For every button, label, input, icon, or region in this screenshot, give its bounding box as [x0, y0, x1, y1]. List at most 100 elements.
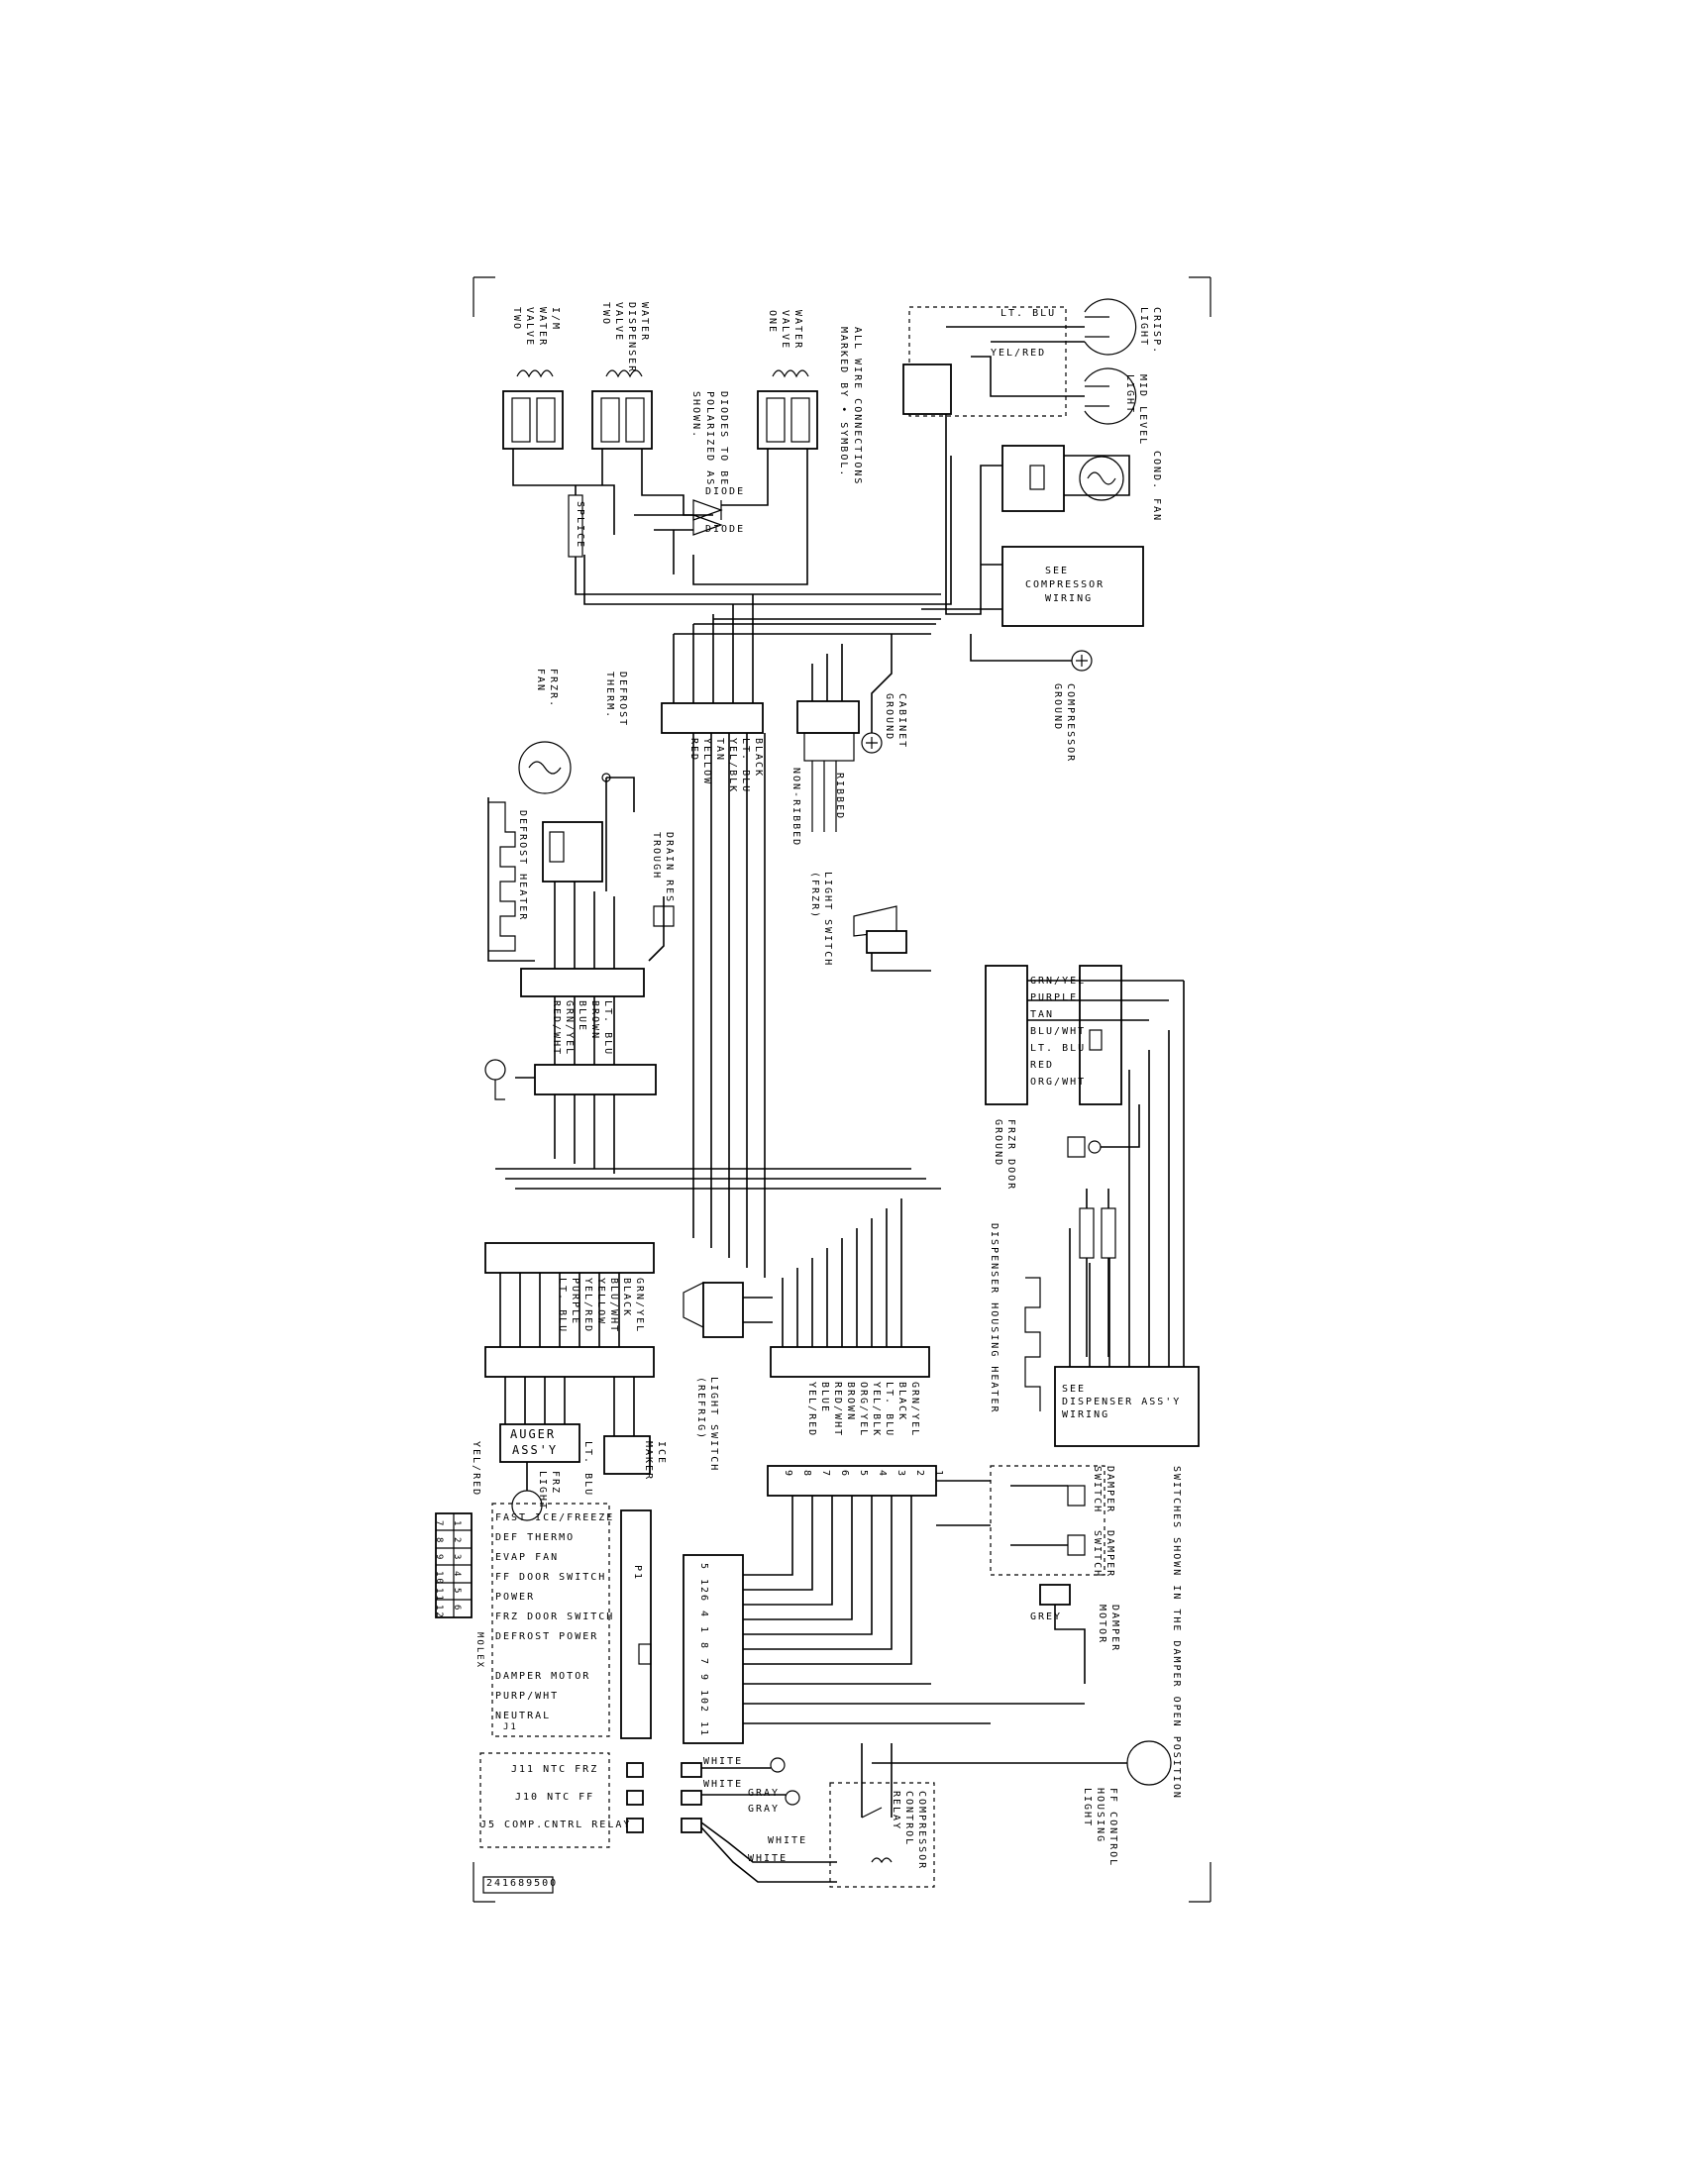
- comp-relay-line-0: COMPRESSOR: [916, 1791, 927, 1871]
- conn-top-pin-2: 7: [820, 1470, 831, 1479]
- harness-e-0: GRN/YEL: [1030, 976, 1087, 987]
- auger-line-1: ASS'Y: [512, 1443, 559, 1457]
- compressor-wiring-line-2: WIRING: [1045, 593, 1094, 604]
- dispenser-assy-line-0: SEE: [1062, 1384, 1087, 1395]
- connector-e2: [1079, 965, 1122, 1105]
- defrost-heater-label: DEFROST HEATER: [517, 810, 528, 922]
- ff-control-light-line-1: HOUSING: [1095, 1788, 1105, 1844]
- note-connections-line-1: MARKED BY • SYMBOL.: [838, 327, 849, 478]
- damper-switch-1-line-0: DAMPER: [1105, 1466, 1115, 1514]
- harness-d-3: YEL/BLK: [871, 1382, 882, 1438]
- ribbed-label: RIBBED: [834, 773, 845, 821]
- dispenser-assy-line-2: WIRING: [1062, 1409, 1110, 1420]
- valve-im-line-3: TWO: [511, 307, 522, 332]
- note-connections-line-0: ALL WIRE CONNECTIONS: [852, 327, 863, 486]
- conn-pin-6: 7: [698, 1658, 709, 1667]
- molex-label: MOLEX: [474, 1632, 484, 1670]
- light-switch-refrig: [683, 1282, 773, 1338]
- frz-light-line-0: FRZ: [550, 1471, 561, 1496]
- drawing-number-box: [482, 1876, 554, 1894]
- harness-b-4: RED/WHT: [551, 1000, 562, 1057]
- harness-c-5: PURPLE: [570, 1278, 580, 1326]
- cabinet-ground: [861, 634, 893, 754]
- mid-level-light: [1084, 367, 1137, 425]
- j1-pin-1: DEF THERMO: [495, 1532, 576, 1543]
- conn-top-pin-3: 6: [839, 1470, 850, 1479]
- damper-motor-line-0: DAMPER: [1109, 1605, 1120, 1653]
- drain-trough-heater: [648, 896, 675, 962]
- crisp-light-line-1: LIGHT: [1138, 307, 1149, 348]
- harness-e-1: PURPLE: [1030, 992, 1079, 1003]
- j-rows-box: [479, 1752, 610, 1848]
- compressor-wiring-line-0: SEE: [1045, 566, 1070, 576]
- auger-assy: [499, 1377, 580, 1463]
- harness-a-0: BLACK: [753, 738, 764, 779]
- j1-pin-4: POWER: [495, 1592, 536, 1603]
- comp-relay: [829, 1743, 935, 1888]
- j-row-0: J11 NTC FRZ: [511, 1764, 599, 1775]
- cond-fan: [1001, 445, 1130, 512]
- connector-f: [484, 1242, 655, 1274]
- ice-maker-line-1: MAKER: [643, 1441, 654, 1482]
- harness-d-0: GRN/YEL: [909, 1382, 920, 1438]
- defrost-heater: [487, 797, 535, 962]
- j1-pin-5: FRZ DOOR SWITCH: [495, 1612, 615, 1622]
- dispenser-assy-line-1: DISPENSER ASS'Y: [1062, 1397, 1182, 1407]
- valve-disp-line-2: VALVE: [613, 302, 624, 343]
- harness-b-2: BLUE: [577, 1000, 587, 1033]
- note-diodes-line-1: POLARIZED AS: [704, 391, 715, 487]
- j1-label: J1: [503, 1722, 518, 1732]
- conn-top-pin-0: 9: [783, 1470, 793, 1479]
- light-harness-box: [908, 306, 1067, 417]
- harness-e-6: ORG/WHT: [1030, 1077, 1087, 1088]
- harness-c-0: GRN/YEL: [634, 1278, 645, 1334]
- cabinet-ground-line-0: CABINET: [896, 693, 907, 750]
- valve-im-line-0: I/M: [550, 307, 561, 332]
- wire-cond: [945, 414, 1002, 615]
- molex-0-2: 3: [452, 1554, 462, 1562]
- thermistors: [700, 1757, 837, 1883]
- conn-top-pin-5: 4: [877, 1470, 888, 1479]
- splice-label: SPLICE: [575, 501, 585, 550]
- drain-trough-line-0: DRAIN RES: [664, 832, 675, 904]
- harness-c-1: BLACK: [621, 1278, 632, 1318]
- valve-im-line-1: WATER: [537, 307, 548, 348]
- p1-box: [620, 1509, 652, 1739]
- drain-trough-line-1: TROUGH: [651, 832, 662, 881]
- j1-pin-8: DAMPER MOTOR: [495, 1671, 591, 1682]
- drawing-number: 241689500: [486, 1878, 559, 1889]
- frzr-door-ground: [1067, 1104, 1140, 1158]
- molex-1-5: 12: [434, 1605, 444, 1619]
- valve-im-two: [502, 369, 615, 535]
- molex-0-0: 1: [452, 1520, 462, 1528]
- valve-disp-line-0: WATER: [639, 302, 650, 343]
- valve-disp-line-1: DISPENSER: [626, 302, 637, 374]
- harness-e-4: LT. BLU: [1030, 1043, 1087, 1054]
- harness-d-2: LT. BLU: [884, 1382, 895, 1438]
- wire-gray-2: GRAY: [748, 1804, 781, 1815]
- mid-light-line-0: MID LEVEL: [1137, 374, 1148, 447]
- valve-one: [692, 369, 818, 585]
- harness-d-1: BLACK: [896, 1382, 907, 1422]
- frz-light-line-1: LIGHT: [537, 1471, 548, 1511]
- auger-line-0: AUGER: [510, 1427, 557, 1441]
- trunk-top: [673, 594, 941, 705]
- conn-pin-9: 2: [698, 1706, 709, 1715]
- ice-maker: [603, 1377, 651, 1475]
- conn-top-pin-4: 5: [858, 1470, 869, 1479]
- defrost-therm-line-0: DEFROST: [617, 672, 628, 728]
- dispenser-housing-heater-label: DISPENSER HOUSING HEATER: [989, 1223, 1000, 1414]
- ice-maker-line-0: ICE: [656, 1441, 667, 1466]
- wire-white-4: WHITE: [748, 1853, 789, 1864]
- harness-a-2: YEL/BLK: [727, 738, 738, 794]
- j1-pin-3: FF DOOR SWITCH: [495, 1572, 607, 1583]
- damper-switch-2-line-0: DAMPER: [1105, 1530, 1115, 1579]
- light-switch-refrig-line-1: (REFRIG): [695, 1377, 706, 1441]
- conn-top-pin-6: 3: [895, 1470, 906, 1479]
- frz-light: [511, 1462, 543, 1521]
- harness-e-3: BLU/WHT: [1030, 1026, 1087, 1037]
- conn-pin-3: 4: [698, 1611, 709, 1619]
- harness-d-5: BROWN: [845, 1382, 856, 1422]
- wire-white-2: WHITE: [703, 1779, 744, 1790]
